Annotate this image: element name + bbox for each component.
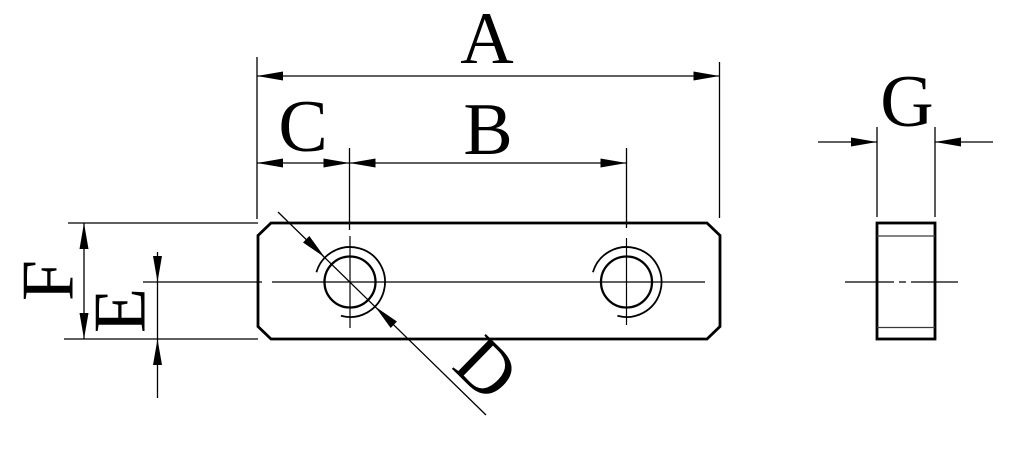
dimension-c-b: [257, 148, 628, 230]
dim-f-arrow-top: [79, 223, 89, 249]
dimension-labels: A B C D E F G: [8, 0, 934, 417]
dim-a-arrow-right: [693, 71, 720, 81]
dim-label-d: D: [439, 321, 535, 417]
dim-a-arrow-left: [257, 71, 283, 81]
dimension-f-e: [64, 222, 258, 398]
dim-c-arrow-right: [323, 158, 350, 168]
leader-d-arrow-lower: [375, 306, 397, 328]
hole-2: [592, 238, 663, 325]
leader-d: [277, 211, 487, 416]
dim-label-a: A: [460, 0, 513, 80]
dim-label-g: G: [880, 61, 933, 143]
dim-b-arrow-right: [600, 158, 627, 168]
dim-label-f: F: [8, 260, 90, 301]
side-view: [845, 221, 958, 341]
side-view-outline: [875, 221, 937, 341]
hole-1-thread-arc: [315, 246, 386, 318]
dimension-a: [256, 57, 721, 219]
plate-outline: [256, 221, 722, 341]
dim-label-c: C: [278, 86, 327, 168]
dimension-g: [818, 127, 993, 217]
dim-f-arrow-bottom: [79, 313, 89, 339]
dim-g-arrow-right: [935, 137, 961, 147]
hole-1-bore-circle: [323, 255, 377, 309]
dim-g-arrow-left: [851, 137, 877, 147]
dim-label-b: B: [463, 89, 512, 171]
dim-e-arrow-top: [153, 256, 162, 282]
dim-c-arrow-left: [257, 158, 283, 168]
dim-label-e: E: [80, 288, 162, 333]
hole-2-bore-circle: [599, 255, 654, 309]
dim-b-arrow-left: [349, 158, 376, 168]
leader-d-arrow-upper: [303, 236, 325, 258]
front-view: [143, 221, 722, 341]
dim-e-arrow-bottom: [153, 339, 162, 365]
hole-2-thread-arc: [592, 246, 663, 318]
